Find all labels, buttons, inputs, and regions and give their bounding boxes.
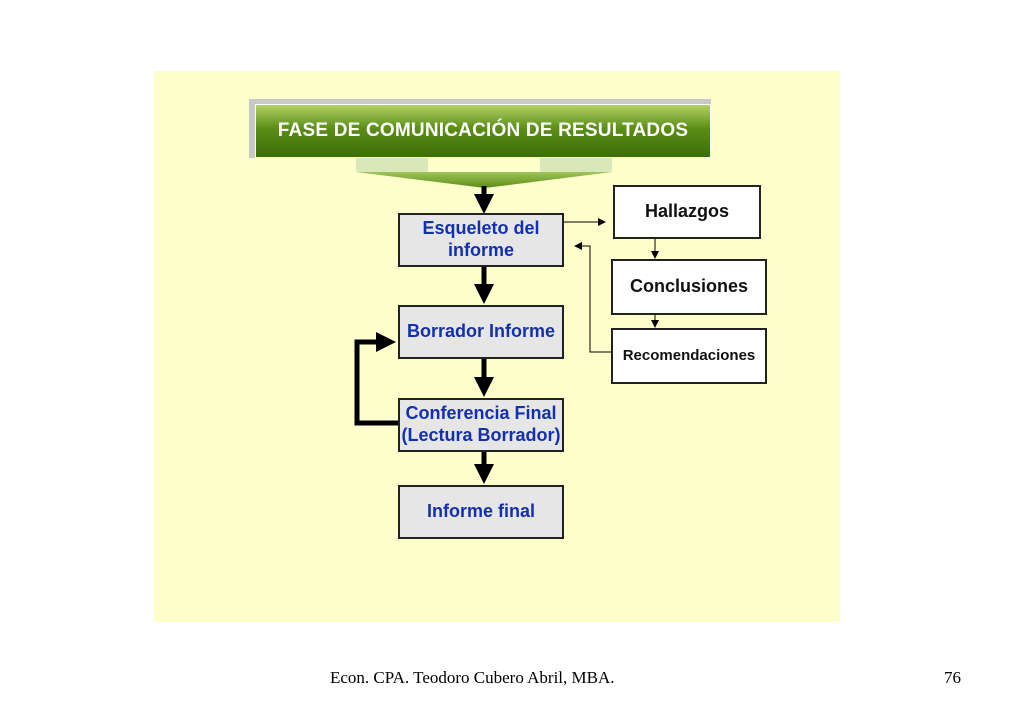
- esqueleto-label: Esqueleto del informe: [422, 218, 540, 260]
- borrador-label: Borrador Informe: [406, 321, 556, 342]
- conferencia-label-line1: Conferencia Final: [405, 403, 557, 424]
- feedback-loop-arrow: [354, 332, 398, 426]
- title-funnel: [356, 158, 612, 188]
- arrow-recomendaciones-to-esqueleto: [574, 242, 612, 353]
- informe-final-label: Informe final: [426, 501, 535, 522]
- borrador-box: Borrador Informe: [398, 305, 564, 359]
- footer-page-number: 76: [944, 668, 961, 687]
- conferencia-label-line2: (Lectura Borrador): [401, 425, 561, 445]
- footer-author: Econ. CPA. Teodoro Cubero Abril, MBA.: [330, 668, 615, 687]
- title-text: FASE DE COMUNICACIÓN DE RESULTADOS: [277, 120, 689, 141]
- recomendaciones-label: Recomendaciones: [622, 347, 756, 364]
- recomendaciones-box: Recomendaciones: [611, 328, 767, 384]
- hallazgos-label: Hallazgos: [644, 201, 730, 222]
- conclusiones-box: Conclusiones: [611, 259, 767, 315]
- conferencia-box: Conferencia Final (Lectura Borrador): [398, 398, 564, 452]
- conclusiones-label: Conclusiones: [629, 276, 749, 297]
- title-banner: FASE DE COMUNICACIÓN DE RESULTADOS: [255, 104, 711, 158]
- hallazgos-box: Hallazgos: [613, 185, 761, 239]
- informe-final-box: Informe final: [398, 485, 564, 539]
- esqueleto-box: Esqueleto del informe: [398, 213, 564, 267]
